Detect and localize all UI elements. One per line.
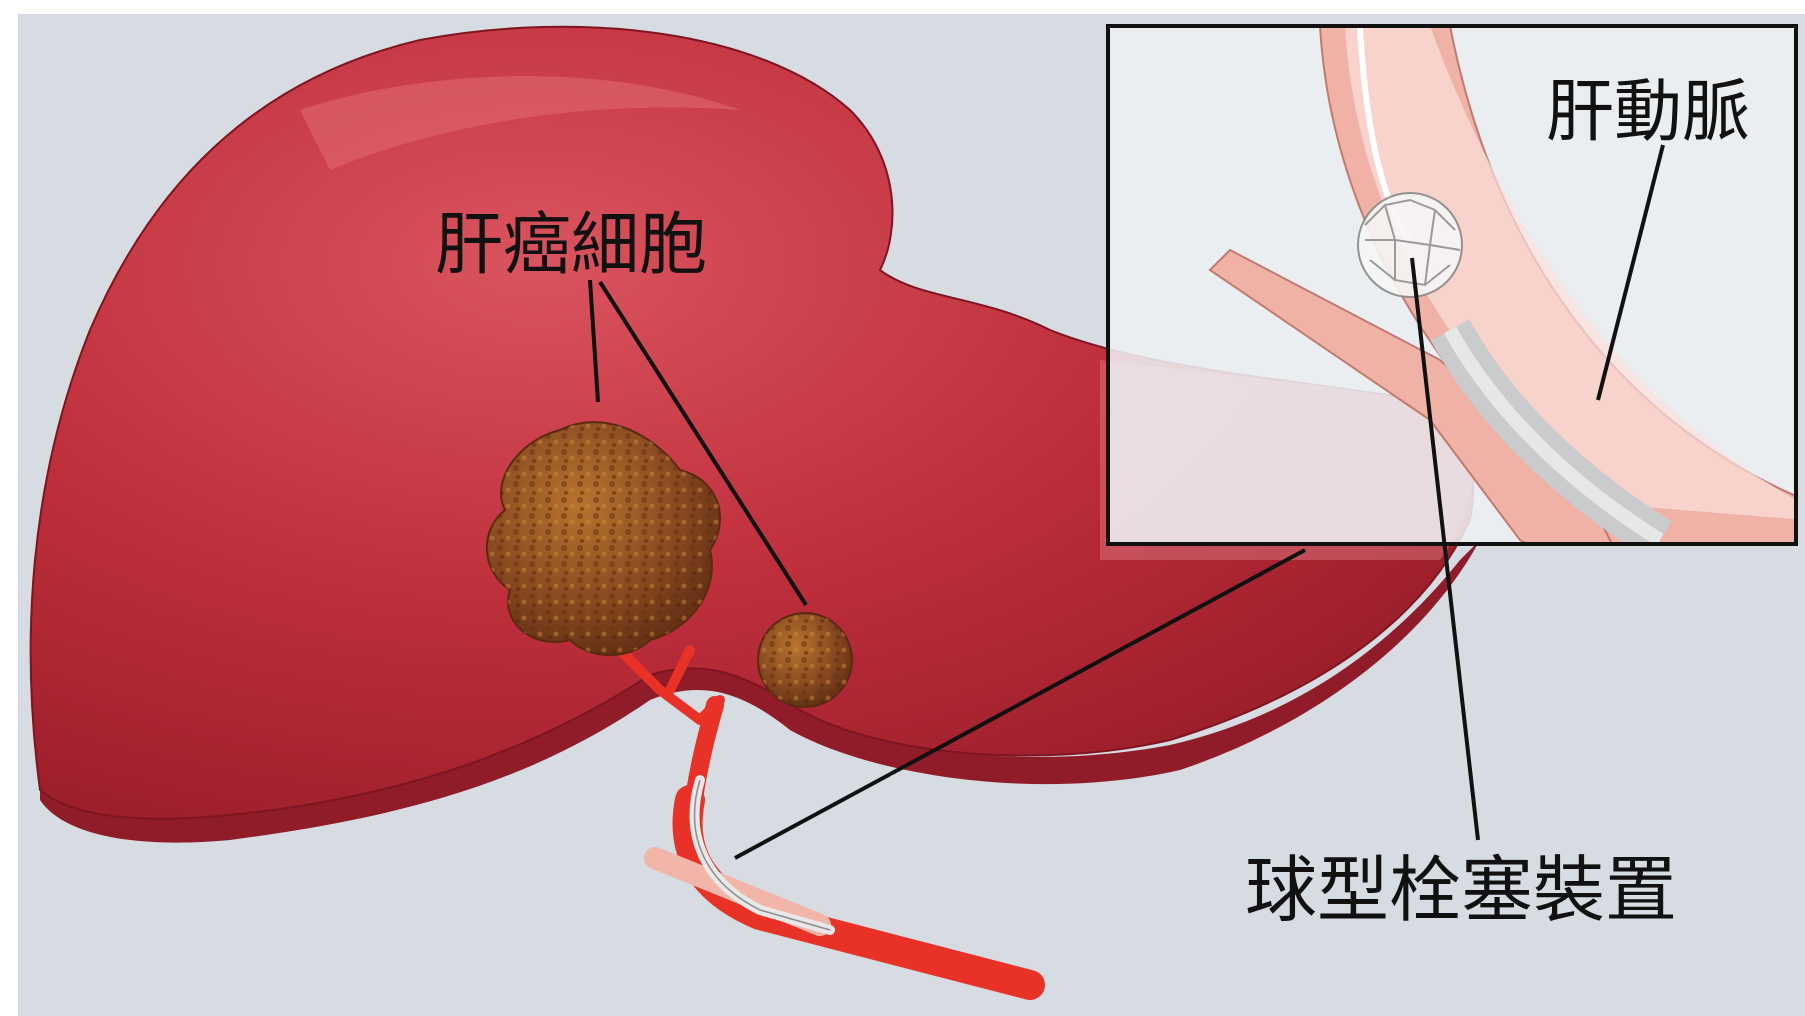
label-liver-cancer-cells: 肝癌細胞 xyxy=(435,206,707,285)
label-hepatic-artery: 肝動脈 xyxy=(1546,73,1750,152)
tumor-small-texture xyxy=(758,613,852,707)
spherical-device xyxy=(1358,193,1462,297)
label-spherical-embolization-device: 球型栓塞裝置 xyxy=(1245,848,1677,932)
